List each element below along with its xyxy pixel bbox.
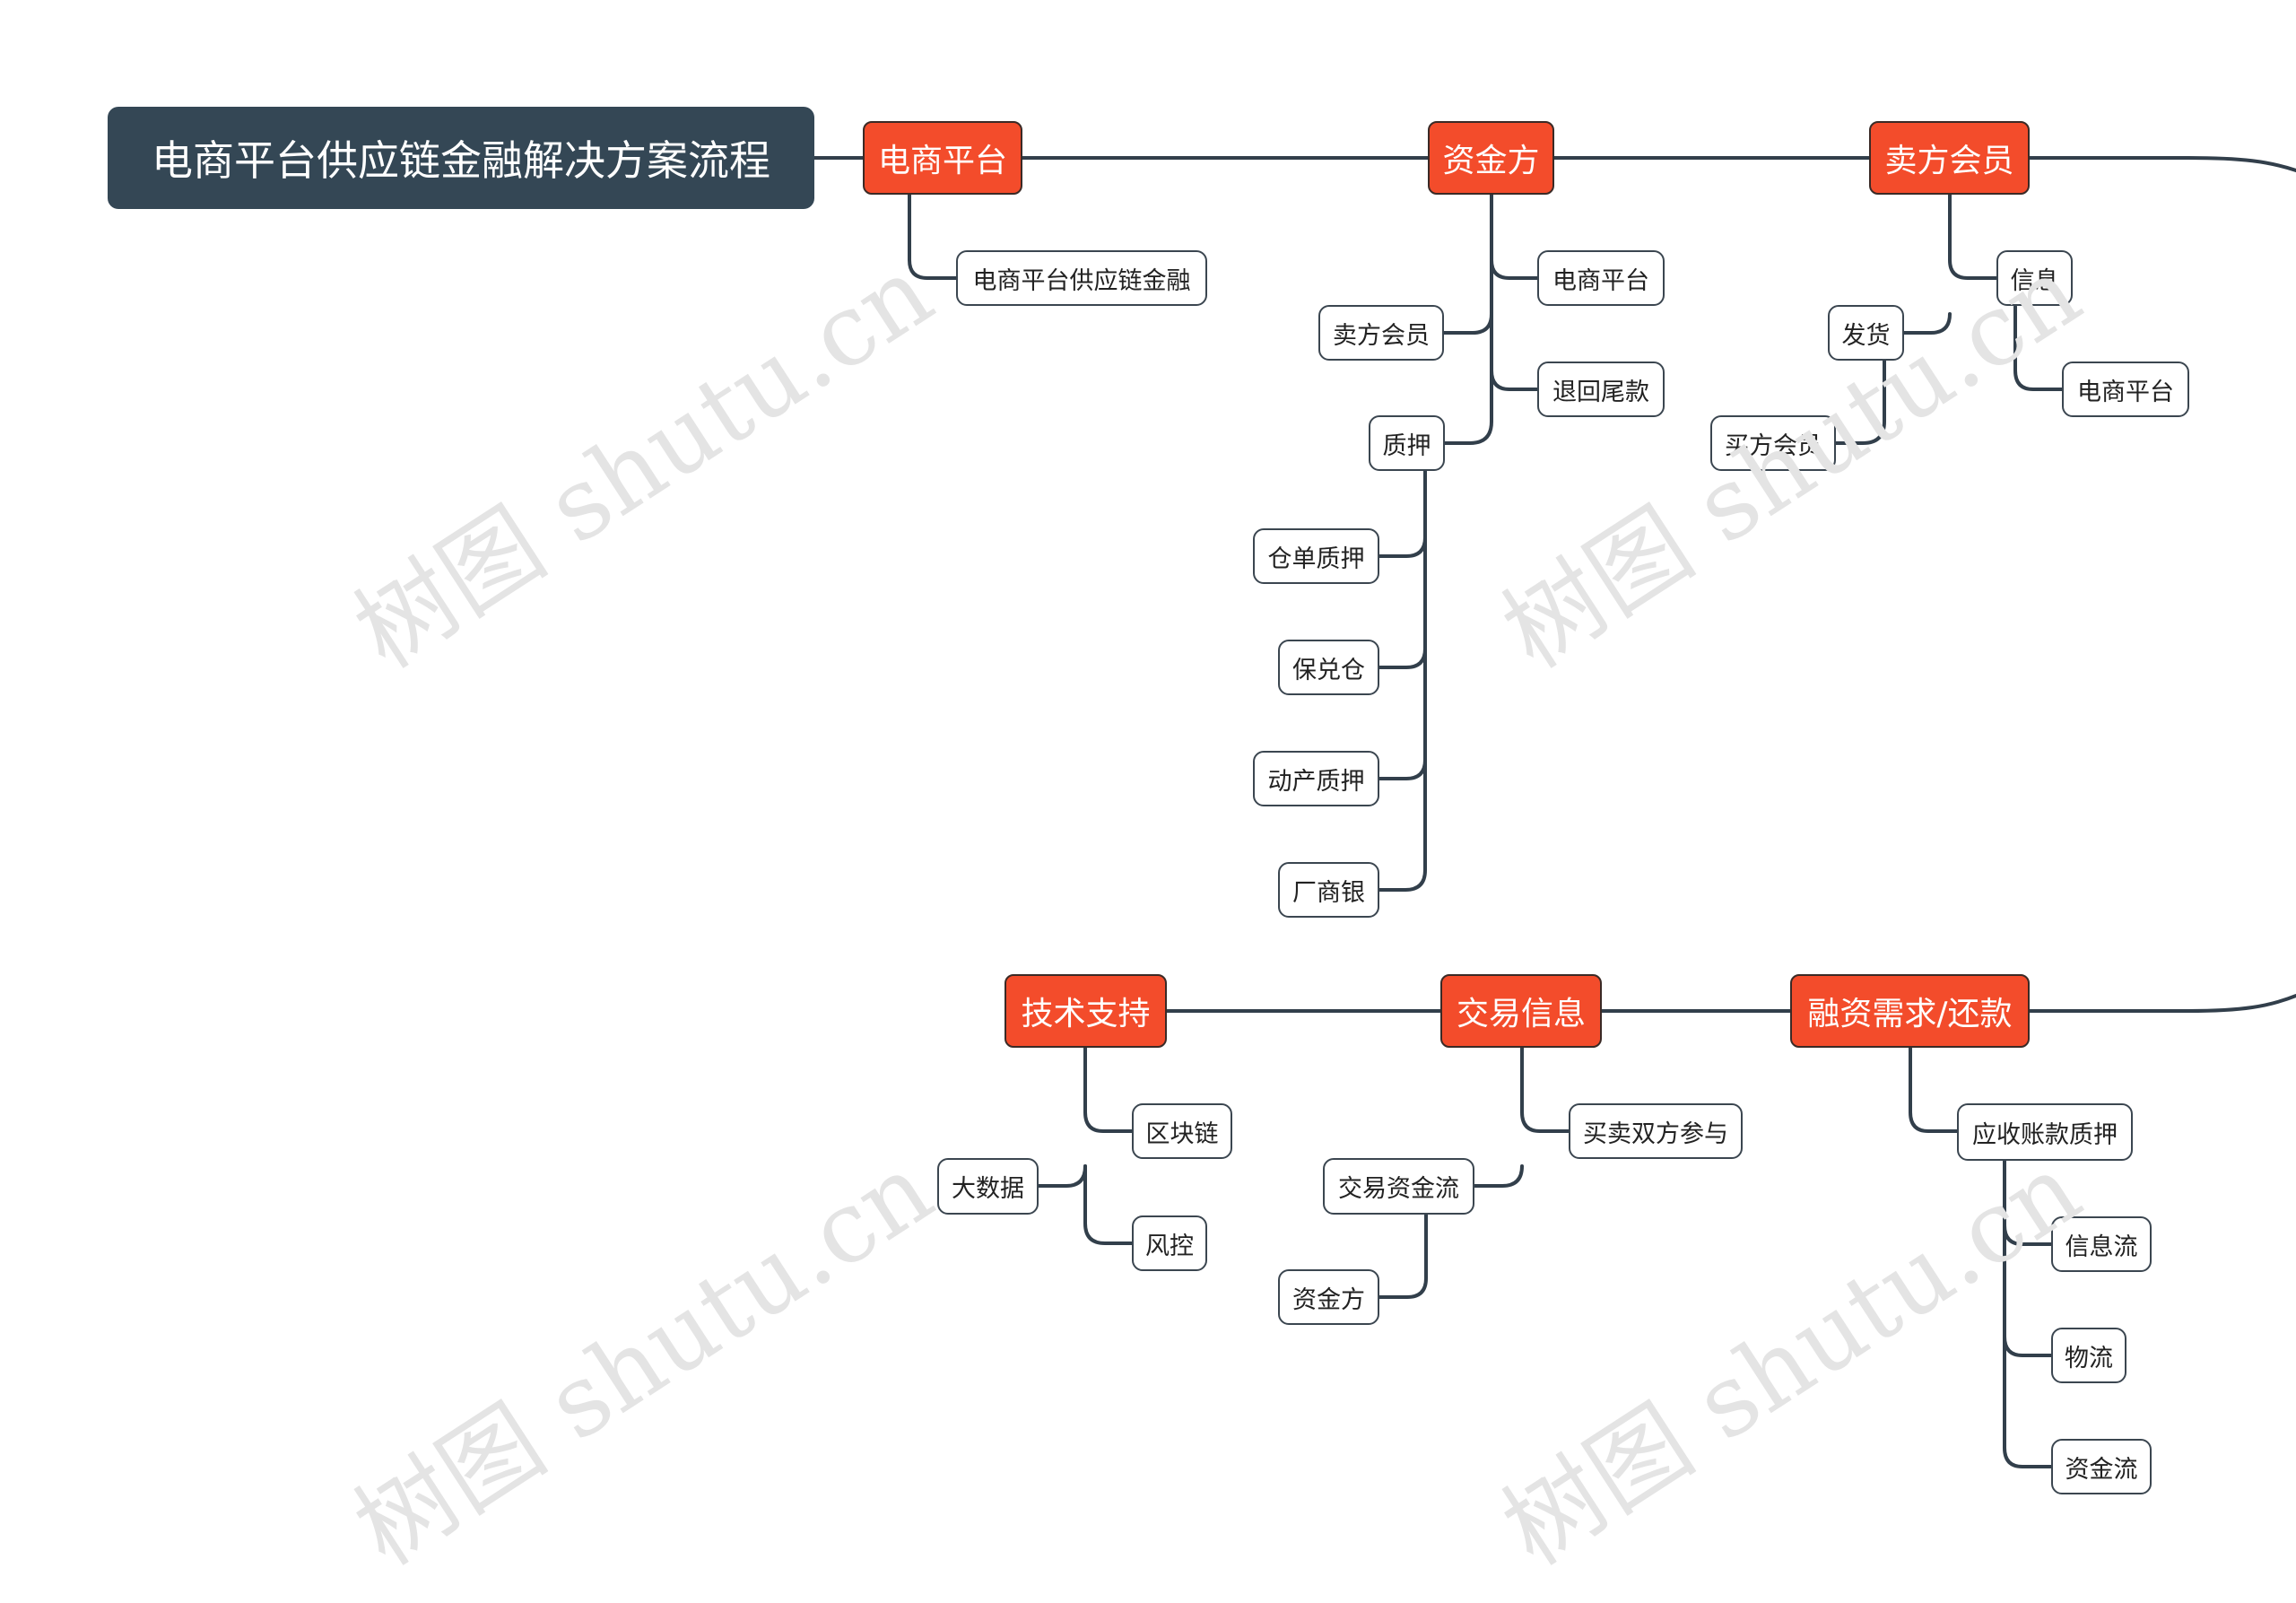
connector	[2003, 1159, 2053, 1468]
connector	[1948, 193, 1998, 280]
connector	[1834, 350, 1886, 445]
connector	[1378, 469, 1427, 892]
node-ecommerce-platform[interactable]: 电商平台	[1537, 250, 1665, 306]
node-risk-control[interactable]: 风控	[1132, 1215, 1207, 1271]
connector	[1520, 1046, 1570, 1133]
connector	[1473, 1164, 1524, 1188]
connector	[1490, 258, 1539, 280]
node-ecommerce-scf[interactable]: 电商平台供应链金融	[956, 250, 1207, 306]
node-receivables-pledge[interactable]: 应收账款质押	[1957, 1103, 2133, 1161]
connector	[1443, 193, 1493, 445]
branch-capital-provider[interactable]: 资金方	[1428, 121, 1554, 195]
branch-financing-repayment[interactable]: 融资需求/还款	[1790, 974, 2030, 1048]
node-logistics[interactable]: 物流	[2051, 1328, 2126, 1383]
connector	[1378, 1213, 1428, 1299]
branch-ecommerce-platform[interactable]: 电商平台	[863, 121, 1022, 195]
connector	[2013, 305, 2064, 391]
node-pledge[interactable]: 质押	[1369, 415, 1445, 471]
connector	[1378, 536, 1427, 558]
connector	[2003, 1335, 2053, 1357]
node-manufacturer-bank[interactable]: 厂商银	[1278, 862, 1379, 918]
connector	[1909, 1046, 1959, 1133]
node-refund-balance[interactable]: 退回尾款	[1537, 362, 1665, 417]
node-capital-provider[interactable]: 资金方	[1278, 1269, 1379, 1325]
node-information[interactable]: 信息	[1996, 250, 2073, 306]
branch-trade-info[interactable]: 交易信息	[1440, 974, 1602, 1048]
branch-tech-support[interactable]: 技术支持	[1004, 974, 1167, 1048]
connector	[1902, 312, 1952, 335]
node-confirming-warehouse[interactable]: 保兑仓	[1278, 640, 1379, 695]
node-trade-capital-flow[interactable]: 交易资金流	[1323, 1158, 1474, 1215]
branch-seller-member[interactable]: 卖方会员	[1869, 121, 2030, 195]
connector	[1037, 1164, 1087, 1188]
node-ecommerce-platform-2[interactable]: 电商平台	[2062, 362, 2189, 417]
node-info-flow[interactable]: 信息流	[2051, 1216, 2152, 1272]
node-blockchain[interactable]: 区块链	[1132, 1103, 1232, 1159]
node-movable-pledge[interactable]: 动产质押	[1253, 751, 1379, 806]
connector	[2028, 994, 2296, 1013]
connector	[1442, 312, 1493, 335]
connector	[1083, 1164, 1134, 1245]
node-capital-flow[interactable]: 资金流	[2051, 1439, 2152, 1494]
connector	[1490, 369, 1539, 391]
node-seller-member[interactable]: 卖方会员	[1318, 305, 1444, 361]
node-shipping[interactable]: 发货	[1828, 305, 1904, 361]
connector	[2028, 156, 2296, 172]
node-big-data[interactable]: 大数据	[937, 1158, 1039, 1215]
node-buyer-seller-participation[interactable]: 买卖双方参与	[1569, 1103, 1743, 1159]
connector	[1378, 647, 1427, 669]
connector	[908, 193, 958, 280]
root-title: 电商平台供应链金融解决方案流程	[108, 107, 814, 209]
connector	[1083, 1046, 1134, 1133]
node-warehouse-receipt-pledge[interactable]: 仓单质押	[1253, 528, 1379, 584]
connector	[2003, 1224, 2053, 1246]
node-buyer-member[interactable]: 买方会员	[1710, 415, 1836, 471]
connector	[1378, 758, 1427, 780]
